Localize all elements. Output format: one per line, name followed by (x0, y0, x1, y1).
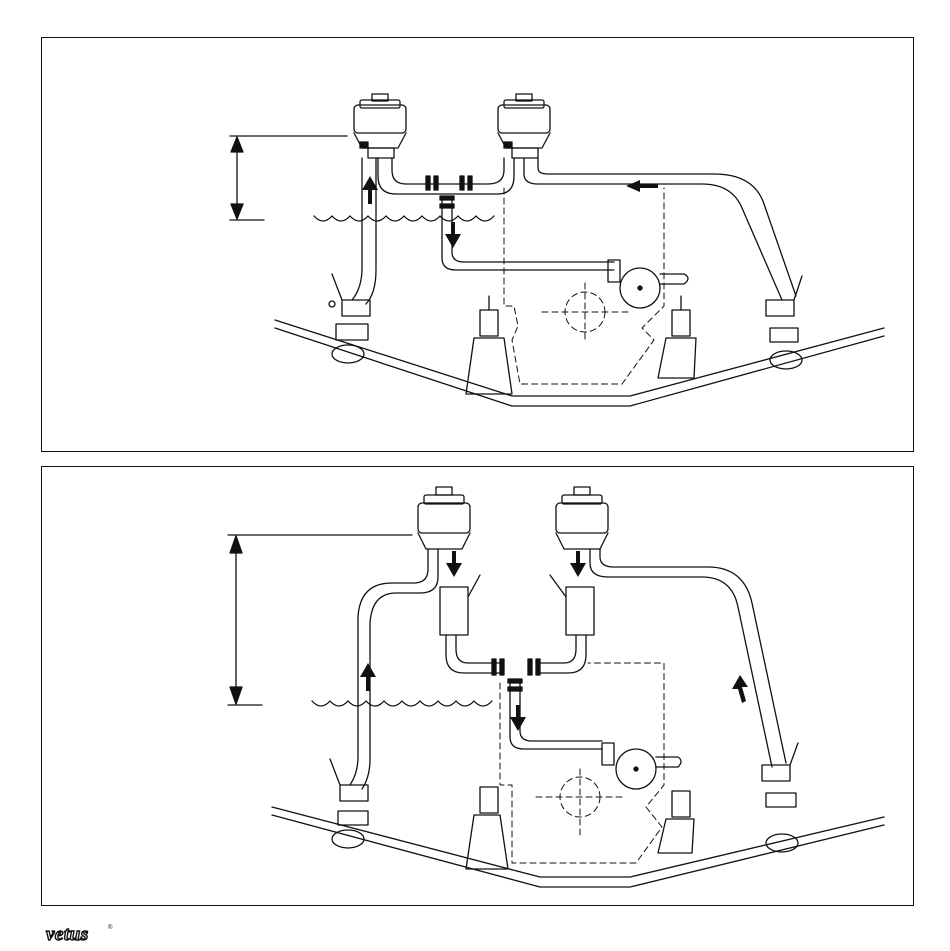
ball-valve-icon (762, 743, 798, 781)
through-hull-icon (332, 811, 368, 848)
engine-mount-right (658, 296, 696, 378)
top-installation-drawing (42, 38, 915, 453)
hose-clamps (426, 176, 472, 208)
flow-arrow-icon (360, 551, 748, 731)
vented-loop-icon (354, 94, 406, 158)
vented-loop-icon (418, 487, 470, 549)
diagram-panel-bottom (41, 466, 914, 906)
engine-mount-right (658, 791, 694, 853)
engine-outline (500, 663, 664, 863)
hull-outline (272, 807, 884, 887)
exhaust-pump-icon (602, 743, 681, 789)
height-dimension (230, 136, 347, 220)
exhaust-pump-icon (608, 260, 688, 308)
hose-left-riser (350, 549, 438, 789)
water-surface-icon (314, 216, 494, 221)
water-surface-icon (312, 701, 492, 706)
vented-loop-icon (556, 487, 608, 549)
hose-right-riser (590, 549, 786, 767)
bottom-installation-drawing (42, 467, 915, 907)
hose-down-right (536, 575, 594, 673)
height-dimension (228, 535, 412, 705)
hose-to-pump (510, 681, 602, 749)
engine-mount-left (466, 296, 512, 394)
flow-arrow-icon (362, 176, 658, 248)
hose-left-riser (352, 158, 376, 304)
hose-right-return (524, 158, 796, 300)
hose-crossover (378, 158, 514, 194)
registered-mark: ® (108, 924, 113, 931)
hose-clamps (492, 659, 540, 691)
ball-valve-icon (329, 274, 370, 316)
hull-outline (275, 320, 884, 406)
ball-valve-icon (330, 759, 368, 801)
diagram-panel-top (41, 37, 914, 452)
hose-down-left (440, 575, 500, 673)
hose-to-pump (442, 200, 614, 270)
brand-logo-text: vetus (46, 924, 89, 944)
vented-loop-icon (498, 94, 550, 158)
engine-mount-left (466, 787, 508, 869)
brand-logo: vetus ® (44, 922, 116, 944)
